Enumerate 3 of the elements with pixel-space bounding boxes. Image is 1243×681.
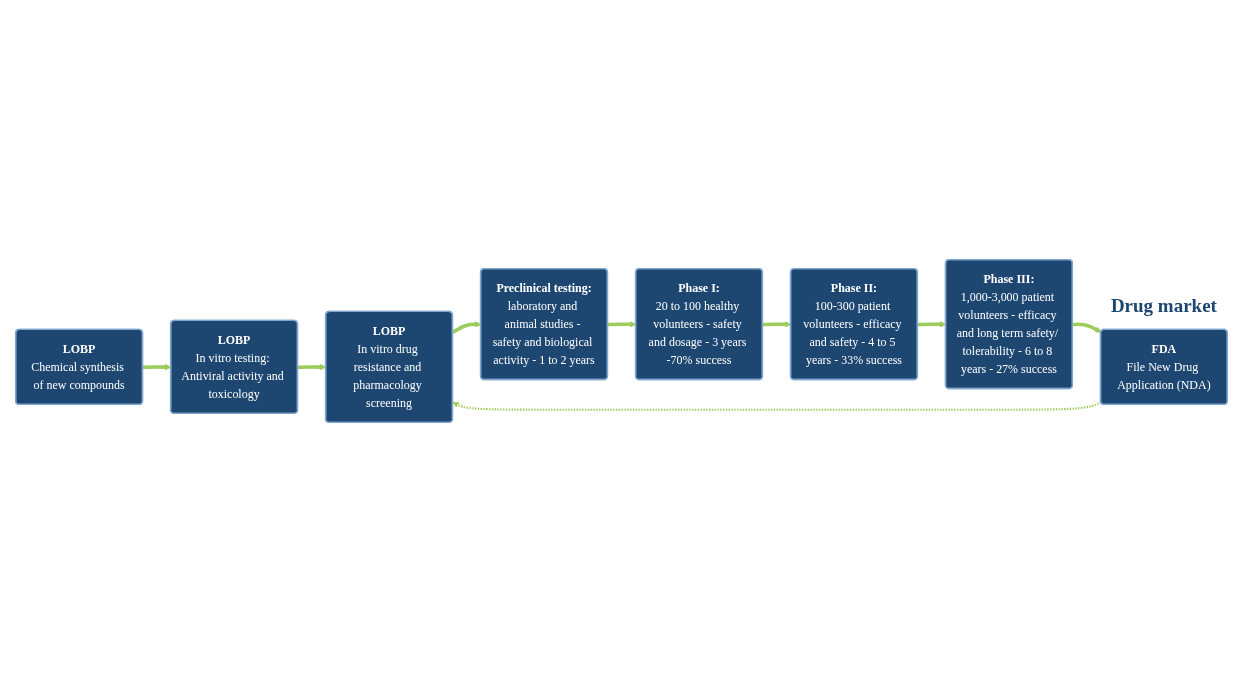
arrow xyxy=(452,400,1102,411)
node-caption: Drug market xyxy=(1110,294,1217,317)
arrow xyxy=(1072,322,1102,333)
